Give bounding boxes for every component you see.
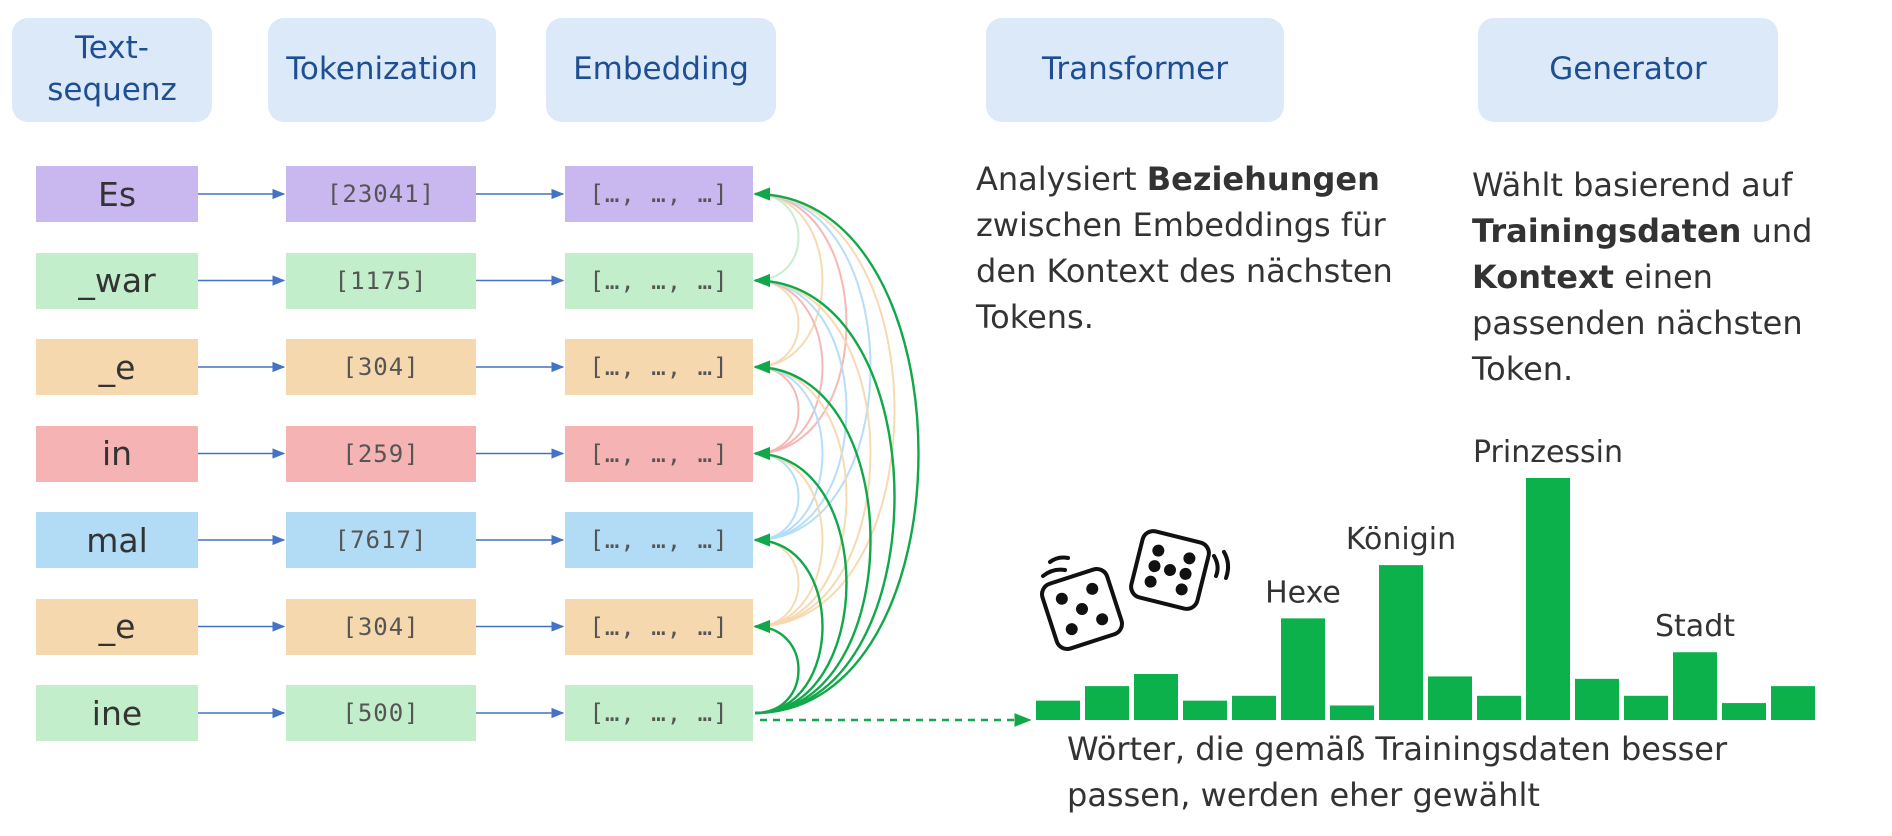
token-text-cell: _war	[36, 252, 198, 309]
generator-desc-text: und	[1741, 212, 1813, 250]
transformer-desc-bold: Beziehungen	[1146, 160, 1380, 198]
distribution-bar	[1575, 678, 1619, 720]
attention-arc-green	[753, 273, 896, 715]
dice-icon	[1040, 567, 1124, 651]
header-textsequenz-line2: sequenz	[47, 72, 177, 108]
distribution-caption-line1: Wörter, die gemäß Trainingsdaten besser	[1067, 730, 1728, 768]
attention-arc-pale	[754, 279, 824, 455]
token-id-cell: [500]	[286, 685, 476, 741]
distribution-bar	[1232, 695, 1276, 720]
distribution-bar	[1673, 652, 1717, 720]
attention-arc-pale	[754, 193, 848, 455]
distribution-bar	[1330, 705, 1374, 720]
embedding-cell: […, …, …]	[565, 685, 753, 741]
token-text-cell: _e	[36, 598, 198, 655]
attention-arc-green	[753, 446, 848, 715]
embedding-cell: […, …, …]	[565, 252, 753, 309]
row-arrows	[198, 188, 565, 719]
motion-lines-icon	[1041, 555, 1070, 578]
embedding-cell: […, …, …]	[565, 425, 753, 482]
distribution-bar	[1624, 695, 1668, 720]
attention-arc-pale	[754, 279, 800, 368]
embedding-cell: […, …, …]	[565, 598, 753, 655]
generator-desc-text: einen passenden nächsten Token.	[1472, 258, 1803, 388]
distribution-bar	[1183, 700, 1227, 720]
header-textsequenz-line1: Text-	[75, 30, 149, 67]
token-text-cell: ine	[36, 685, 198, 741]
token-text-cell: _e	[36, 339, 198, 395]
token-id-cell: [304]	[286, 598, 476, 655]
distribution-bar	[1722, 703, 1766, 720]
attention-arc-pale	[754, 366, 824, 541]
attention-arcs-green	[753, 187, 920, 715]
attention-arc-pale	[754, 366, 848, 628]
attention-arc-pale	[754, 279, 872, 628]
token-text-cell: mal	[36, 512, 198, 568]
generator-desc-bold: Kontext	[1472, 258, 1614, 296]
motion-lines-icon	[1212, 550, 1231, 580]
token-id-cell: [1175]	[286, 252, 476, 309]
attention-arc-pale	[754, 452, 824, 628]
attention-arc-pale	[754, 193, 824, 368]
transformer-desc-text: Analysiert	[976, 160, 1147, 198]
header-textsequenz: Text- sequenz	[12, 18, 212, 122]
header-tokenization: Tokenization	[268, 18, 496, 122]
generator-desc-bold: Trainingsdaten	[1472, 212, 1742, 250]
token-id-cell: [259]	[286, 425, 476, 482]
attention-arcs-pale	[754, 193, 896, 628]
bar-word-label: Königin	[1346, 522, 1456, 557]
distribution-bar	[1526, 478, 1570, 720]
embedding-cell: […, …, …]	[565, 512, 753, 568]
header-generator: Generator	[1478, 18, 1778, 122]
bar-word-label: Stadt	[1655, 609, 1735, 644]
attention-arc-green	[753, 533, 824, 715]
attention-arc-pale	[754, 193, 872, 541]
attention-arc-pale	[754, 452, 800, 541]
bar-word-label: Hexe	[1265, 575, 1341, 610]
token-id-cell: [304]	[286, 339, 476, 395]
header-embedding: Embedding	[546, 18, 776, 122]
generator-description: Wählt basierend auf Trainingsdaten und K…	[1472, 162, 1887, 392]
attention-arc-pale	[754, 366, 800, 455]
attention-arc-pale	[754, 193, 800, 282]
distribution-bar	[1428, 676, 1472, 720]
distribution-bar	[1134, 674, 1178, 720]
distribution-bar	[1281, 618, 1325, 720]
attention-arc-green	[753, 619, 800, 715]
token-text-cell: Es	[36, 166, 198, 222]
distribution-caption: Wörter, die gemäß Trainingsdaten besser …	[1067, 726, 1787, 818]
dice-icon	[1129, 529, 1211, 611]
embedding-cell: […, …, …]	[565, 166, 753, 222]
transformer-desc-text: zwischen Embeddings für den Kontext des …	[976, 206, 1393, 336]
token-text-cell: in	[36, 425, 198, 482]
token-id-cell: [7617]	[286, 512, 476, 568]
attention-arc-green	[753, 187, 920, 715]
distribution-bar	[1036, 700, 1080, 720]
attention-arc-pale	[754, 193, 896, 628]
attention-arc-pale	[754, 279, 848, 541]
distribution-bar	[1771, 686, 1815, 720]
distribution-caption-line2: passen, werden eher gewählt	[1067, 776, 1540, 814]
transformer-description: Analysiert Beziehungen zwischen Embeddin…	[976, 156, 1396, 340]
embedding-cell: […, …, …]	[565, 339, 753, 395]
header-transformer: Transformer	[986, 18, 1284, 122]
generator-desc-text: Wählt basierend auf	[1472, 166, 1793, 204]
bar-word-label: Prinzessin	[1473, 435, 1623, 470]
attention-arc-green	[753, 360, 872, 715]
distribution-bar	[1477, 695, 1521, 720]
token-id-cell: [23041]	[286, 166, 476, 222]
distribution-bar	[1085, 686, 1129, 720]
distribution-bar	[1379, 565, 1423, 720]
